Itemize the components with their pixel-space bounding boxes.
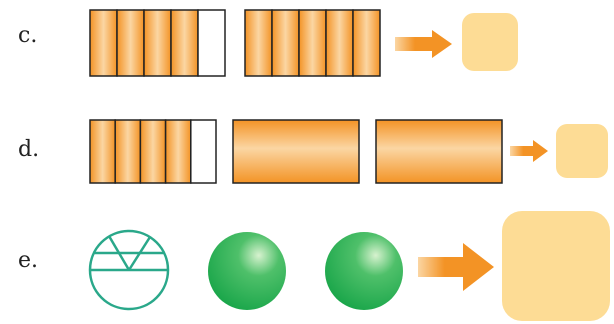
empty-segment	[197, 9, 226, 77]
answer-box	[462, 13, 518, 71]
strip-group-d-1	[89, 119, 217, 184]
filled-segment	[244, 9, 273, 77]
green-sphere-icon	[325, 232, 403, 310]
right-arrow-icon	[418, 243, 494, 291]
whole-group-d-1	[232, 119, 360, 184]
answer-box	[502, 211, 610, 321]
filled-segment	[352, 9, 381, 77]
filled-segment	[375, 119, 503, 184]
filled-segment	[325, 9, 354, 77]
row-label-d: d.	[18, 137, 39, 162]
filled-segment	[143, 9, 172, 77]
filled-segment	[271, 9, 300, 77]
divided-circle	[88, 229, 170, 311]
filled-segment	[114, 119, 142, 184]
filled-segment	[139, 119, 167, 184]
row-label-e: e.	[18, 248, 38, 273]
row-e: e.	[18, 211, 610, 321]
filled-segment	[164, 119, 192, 184]
strip-group-c-2	[244, 9, 381, 77]
filled-segment	[89, 9, 118, 77]
row-label-c: c.	[18, 23, 37, 48]
filled-segment	[170, 9, 199, 77]
right-arrow-icon	[395, 30, 452, 58]
green-sphere-icon	[208, 232, 286, 310]
filled-segment	[116, 9, 145, 77]
filled-segment	[89, 119, 116, 184]
whole-group-d-2	[375, 119, 503, 184]
strip-group-c-1	[89, 9, 226, 77]
answer-box	[556, 124, 608, 178]
right-arrow-icon	[510, 140, 548, 162]
row-c: c.	[18, 9, 518, 77]
empty-segment	[190, 119, 217, 184]
filled-segment	[232, 119, 360, 184]
filled-segment	[298, 9, 327, 77]
row-d: d.	[18, 119, 608, 184]
